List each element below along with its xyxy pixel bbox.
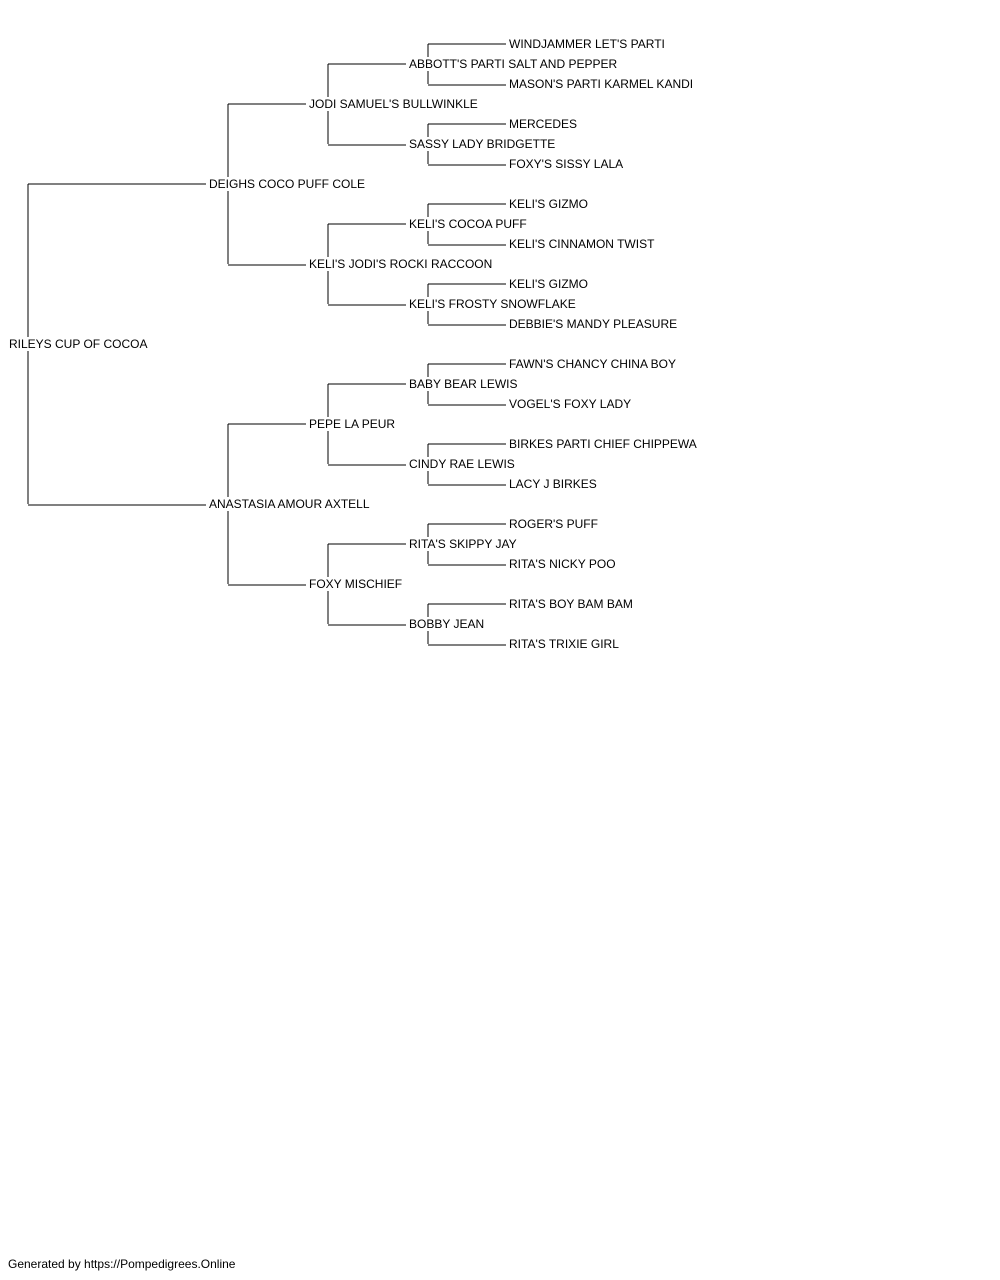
pedigree-name-gen4: RITA'S BOY BAM BAM — [508, 597, 634, 611]
pedigree-name-gen3: SASSY LADY BRIDGETTE — [408, 137, 557, 151]
pedigree-name-gen1: DEIGHS COCO PUFF COLE — [208, 177, 367, 191]
pedigree-name-gen4: FOXY'S SISSY LALA — [508, 157, 625, 171]
pedigree-name-gen1: ANASTASIA AMOUR AXTELL — [208, 497, 371, 511]
pedigree-name-gen4: BIRKES PARTI CHIEF CHIPPEWA — [508, 437, 698, 451]
pedigree-name-gen3: BOBBY JEAN — [408, 617, 486, 631]
generated-by-footer: Generated by https://Pompedigrees.Online — [8, 1257, 236, 1271]
pedigree-name-gen3: RITA'S SKIPPY JAY — [408, 537, 518, 551]
pedigree-name-gen4: KELI'S GIZMO — [508, 197, 589, 211]
pedigree-name-gen4: ROGER'S PUFF — [508, 517, 599, 531]
pedigree-name-gen2: PEPE LA PEUR — [308, 417, 397, 431]
pedigree-name-gen4: RITA'S TRIXIE GIRL — [508, 637, 620, 651]
pedigree-name-gen4: WINDJAMMER LET'S PARTI — [508, 37, 666, 51]
pedigree-name-gen3: ABBOTT'S PARTI SALT AND PEPPER — [408, 57, 619, 71]
pedigree-name-gen3: KELI'S COCOA PUFF — [408, 217, 528, 231]
pedigree-name-gen4: KELI'S GIZMO — [508, 277, 589, 291]
pedigree-name-gen4: FAWN'S CHANCY CHINA BOY — [508, 357, 677, 371]
pedigree-name-gen4: MERCEDES — [508, 117, 579, 131]
pedigree-name-gen3: BABY BEAR LEWIS — [408, 377, 519, 391]
pedigree-name-gen0: RILEYS CUP OF COCOA — [8, 337, 149, 351]
pedigree-name-gen4: LACY J BIRKES — [508, 477, 598, 491]
pedigree-name-gen2: JODI SAMUEL'S BULLWINKLE — [308, 97, 479, 111]
pedigree-name-gen4: RITA'S NICKY POO — [508, 557, 617, 571]
pedigree-name-gen3: KELI'S FROSTY SNOWFLAKE — [408, 297, 577, 311]
pedigree-name-gen4: VOGEL'S FOXY LADY — [508, 397, 633, 411]
pedigree-name-gen3: CINDY RAE LEWIS — [408, 457, 516, 471]
pedigree-name-gen2: KELI'S JODI'S ROCKI RACCOON — [308, 257, 494, 271]
pedigree-name-gen2: FOXY MISCHIEF — [308, 577, 404, 591]
pedigree-name-gen4: KELI'S CINNAMON TWIST — [508, 237, 656, 251]
pedigree-name-gen4: MASON'S PARTI KARMEL KANDI — [508, 77, 695, 91]
pedigree-name-gen4: DEBBIE'S MANDY PLEASURE — [508, 317, 679, 331]
